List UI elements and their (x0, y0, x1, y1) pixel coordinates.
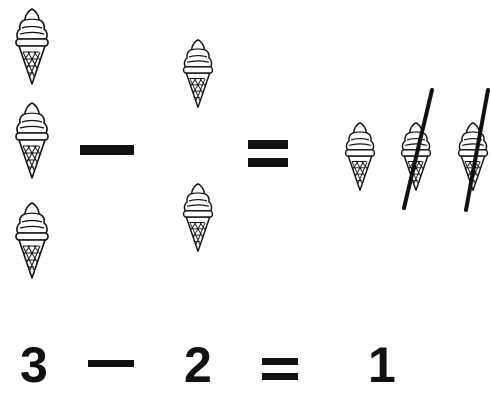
strike-out-lines (402, 88, 490, 212)
ice-cream-cone-icon (12, 6, 52, 88)
strike-out-line (402, 88, 434, 210)
minus-sign-icon (80, 145, 134, 155)
ice-cream-cone-icon (180, 180, 216, 256)
ice-cream-cone-icon (12, 100, 52, 182)
subtrahend-number: 2 (184, 337, 212, 393)
minuend-number: 3 (20, 337, 48, 393)
strike-out-line (464, 88, 490, 212)
ice-cream-cone-icon (12, 200, 52, 282)
ice-cream-cone-icon (342, 116, 378, 198)
ice-cream-cone-icon (180, 36, 216, 112)
difference-number: 1 (368, 337, 396, 393)
minus-sign (88, 360, 134, 367)
